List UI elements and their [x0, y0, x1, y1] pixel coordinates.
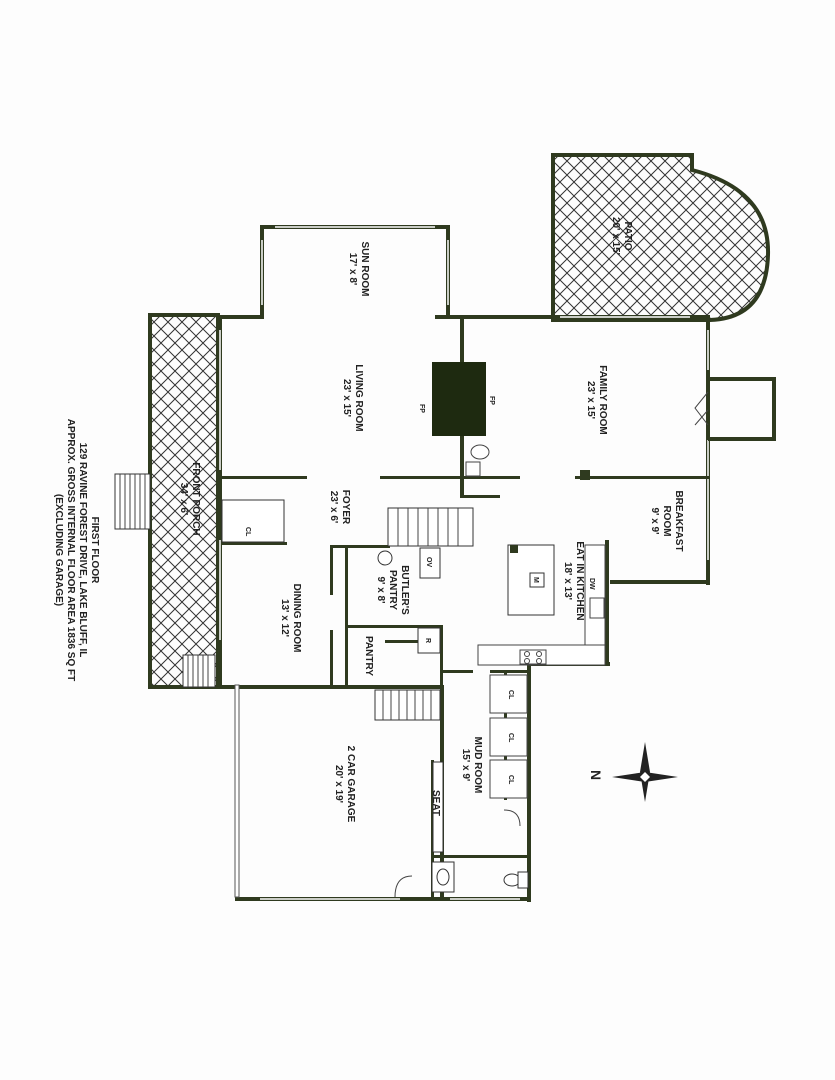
oven: [419, 547, 441, 579]
microwave-label: M: [532, 577, 539, 583]
caption-line-2: 129 RAVINE FOREST DRIVE, LAKE BLUFF, IL: [77, 443, 88, 658]
family-room-size: 23' x 15': [585, 381, 596, 419]
closet-label-1: CL: [507, 690, 514, 700]
patio-size: 20' x 15': [610, 217, 621, 255]
kitchen-label: EAT IN KITCHEN: [574, 541, 585, 620]
stairs: [374, 507, 474, 721]
fireplace: [432, 362, 486, 436]
breakfast-room-label-2: ROOM: [661, 505, 672, 536]
refrigerator-label: R: [424, 638, 431, 643]
foyer-size: 23' x 6': [328, 491, 339, 524]
family-room-label: FAMILY ROOM: [597, 365, 608, 434]
dining-room-size: 13' x 12': [279, 599, 290, 637]
sink-icon: [377, 550, 393, 566]
closet-label-foyer: CL: [244, 527, 251, 537]
kitchen-size: 18' x 13': [562, 562, 573, 600]
refrigerator: [417, 627, 441, 654]
fireplace-label-family: FP: [488, 396, 495, 405]
kitchen-island: [507, 544, 555, 616]
patio-area: [551, 153, 771, 322]
sun-room-label: SUN ROOM: [359, 242, 370, 297]
caption-line-3: APPROX. GROSS INTERNAL FLOOR AREA 1836 S…: [65, 419, 76, 681]
living-room-label: LIVING ROOM: [353, 364, 364, 431]
toilet-icon: [465, 444, 490, 477]
seat-bench: [432, 761, 444, 853]
room-labels: PATIO 20' x 15' SUN ROOM 17' x 8' LIVING…: [178, 217, 684, 823]
compass-north-label: N: [588, 770, 604, 780]
column: [580, 470, 590, 480]
floor-plan-caption: FIRST FLOOR 129 RAVINE FOREST DRIVE, LAK…: [53, 419, 100, 681]
sun-room-size: 17' x 8': [347, 253, 358, 286]
oven-label: OV: [425, 557, 432, 567]
kitchen-counters: [477, 544, 606, 666]
fireplace-label-living: FP: [418, 404, 425, 413]
closet-label-3: CL: [507, 775, 514, 785]
caption-line-4: (EXCLUDING GARAGE): [53, 494, 64, 606]
sun-room-walls: [260, 225, 450, 317]
mud-room-label: MUD ROOM: [472, 737, 483, 794]
mud-room-size: 15' x 9': [460, 749, 471, 782]
patio-label: PATIO: [622, 221, 633, 250]
breakfast-room-size: 9' x 9': [649, 508, 660, 535]
dishwasher-label: DW: [588, 578, 595, 590]
porch-steps: [114, 473, 216, 688]
pantry-label: PANTRY: [363, 636, 374, 676]
front-porch-label: FRONT PORCH: [190, 462, 201, 535]
compass-icon: [612, 742, 678, 802]
garage-label: 2 CAR GARAGE: [345, 746, 356, 823]
garage-size: 20' x 19': [333, 765, 344, 803]
family-room-bay: [694, 377, 776, 441]
closets: [221, 499, 528, 799]
breakfast-room-label: BREAKFAST: [673, 490, 684, 551]
butlers-pantry-label-2: PANTRY: [387, 570, 398, 610]
seat-label: SEAT: [430, 790, 441, 816]
living-room-size: 23' x 15': [341, 379, 352, 417]
butlers-pantry-label: BUTLER'S: [399, 565, 410, 615]
butlers-pantry-size: 9' x 8': [375, 577, 386, 604]
dining-room-label: DINING ROOM: [291, 584, 302, 653]
closet-label-2: CL: [507, 733, 514, 743]
caption-line-1: FIRST FLOOR: [89, 517, 100, 584]
foyer-label: FOYER: [340, 490, 351, 525]
mud-room-bath: [394, 809, 529, 898]
front-porch-size: 34' x 6': [178, 483, 189, 516]
